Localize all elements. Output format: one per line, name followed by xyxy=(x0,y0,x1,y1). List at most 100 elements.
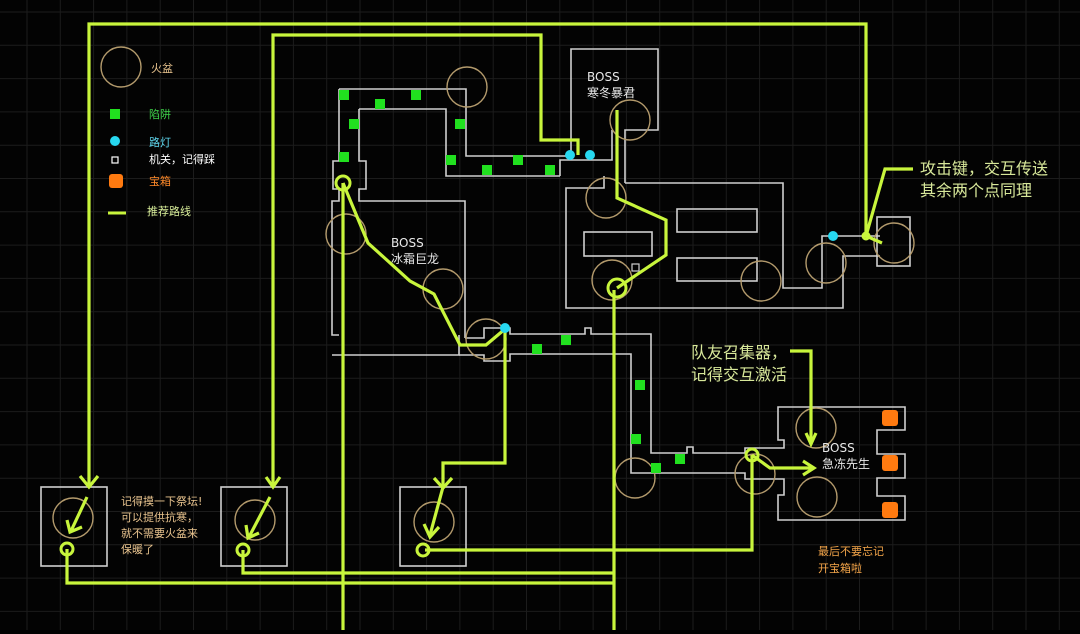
route-bottom-3 xyxy=(425,455,754,552)
lamp xyxy=(500,323,510,333)
note-line: 开宝箱啦 xyxy=(818,562,862,576)
lamps xyxy=(500,150,838,333)
boss-name: 寒冬暴君 xyxy=(587,86,636,101)
route-arrow-altar3 xyxy=(432,476,454,491)
route-arrow-altar1-down xyxy=(78,474,100,490)
route-bottom-1 xyxy=(65,549,614,585)
brazier xyxy=(234,499,276,541)
traps xyxy=(339,90,685,473)
teleport-point xyxy=(235,542,251,558)
route-arrow-altar2-down xyxy=(264,476,282,490)
route-teleport-pointer xyxy=(864,167,913,245)
lamp-icon xyxy=(110,136,120,146)
wall-tyrant-room-left xyxy=(559,130,613,176)
note-summoner: 队友召集器， 记得交互激活 xyxy=(669,342,787,387)
note-line: 队友召集器， xyxy=(690,343,787,362)
route-mid-to-altar3 xyxy=(441,329,507,487)
trap xyxy=(446,155,456,165)
chest xyxy=(882,502,898,518)
note-chest: 最后不要忘记 开宝箱啦 xyxy=(818,543,884,577)
braziers xyxy=(52,66,915,543)
route-altar2-arrow xyxy=(247,496,272,538)
boss-title: BOSS xyxy=(822,441,855,455)
pillar-right-top xyxy=(676,208,758,233)
trap xyxy=(339,90,349,100)
note-line: 就不需要火盆来 xyxy=(121,526,198,540)
route-outer-loop xyxy=(87,22,868,487)
chests xyxy=(882,410,898,518)
boss-label-winter-tyrant: BOSS 寒冬暴君 xyxy=(587,69,635,101)
brazier xyxy=(609,99,651,141)
wall-frost-room xyxy=(770,406,906,521)
trap xyxy=(455,119,465,129)
note-line: 记得交互激活 xyxy=(690,365,787,385)
trap xyxy=(675,454,685,464)
brazier xyxy=(873,222,915,264)
wall-central-hall xyxy=(625,182,880,289)
note-line: 可以提供抗寒， xyxy=(121,510,198,524)
note-line: 其余两个点同理 xyxy=(920,181,1033,201)
teleport-point xyxy=(744,447,760,463)
trap xyxy=(349,119,359,129)
walls xyxy=(40,48,911,567)
brazier xyxy=(465,318,507,360)
recommended-route xyxy=(65,22,913,630)
trap xyxy=(339,152,349,162)
boss-label-mr-freeze: BOSS 急冻先生 xyxy=(822,440,870,472)
legend-label-chest: 宝箱 xyxy=(149,175,171,188)
trap xyxy=(513,155,523,165)
boss-name: 冰霜巨龙 xyxy=(391,252,440,267)
altar-room-2 xyxy=(220,486,288,567)
route-altar2-arrowhead xyxy=(244,524,260,541)
route-altar1-arrowhead xyxy=(65,519,83,535)
brazier xyxy=(734,453,776,495)
brazier xyxy=(796,476,838,518)
brazier xyxy=(325,213,367,255)
legend-icons xyxy=(100,46,142,215)
lamp xyxy=(585,150,595,160)
wall-mid-corridor-bottom xyxy=(459,353,770,480)
route-altar1-arrow xyxy=(69,496,89,532)
trap xyxy=(631,434,641,444)
route-altar3-arrow xyxy=(428,486,445,536)
route-second-loop xyxy=(271,33,580,487)
chest-icon xyxy=(109,174,123,188)
note-line: 记得摸一下祭坛! xyxy=(121,495,203,508)
legend-label-route: 推荐路线 xyxy=(147,205,191,218)
route-bottom-2 xyxy=(241,550,614,575)
pillar-right-bottom xyxy=(676,257,758,282)
route-summoner-pointer xyxy=(790,349,813,442)
teleport-point xyxy=(415,542,431,558)
trap xyxy=(411,90,421,100)
boss-label-frost-dragon: BOSS 冰霜巨龙 xyxy=(391,235,439,267)
boss-title: BOSS xyxy=(391,236,424,250)
trap xyxy=(532,344,542,354)
legend-label-trap: 陷阱 xyxy=(149,108,171,121)
brazier xyxy=(740,260,782,302)
trap xyxy=(635,380,645,390)
legend-label-lamp: 路灯 xyxy=(149,136,171,149)
teleport-point xyxy=(861,231,871,241)
brazier xyxy=(585,177,627,219)
brazier xyxy=(413,501,455,543)
brazier xyxy=(446,66,488,108)
lamp xyxy=(565,150,575,160)
legend-label-switch: 机关，记得踩 xyxy=(149,153,215,166)
brazier xyxy=(591,259,633,301)
brazier-icon xyxy=(100,46,142,88)
route-summoner-arrowhead xyxy=(804,432,818,448)
wall-left-corridor-inner xyxy=(358,109,466,338)
altar-room-1 xyxy=(40,486,108,567)
trap xyxy=(545,165,555,175)
trap xyxy=(651,463,661,473)
note-line: 保暖了 xyxy=(121,542,154,556)
wall-upper-corridor-inner xyxy=(359,108,560,177)
brazier xyxy=(795,407,837,449)
pillar-left xyxy=(583,231,653,257)
note-line: 最后不要忘记 xyxy=(818,545,884,558)
chest xyxy=(882,455,898,471)
route-tyrant-to-hall xyxy=(615,110,668,290)
altar-room-3 xyxy=(399,486,467,567)
